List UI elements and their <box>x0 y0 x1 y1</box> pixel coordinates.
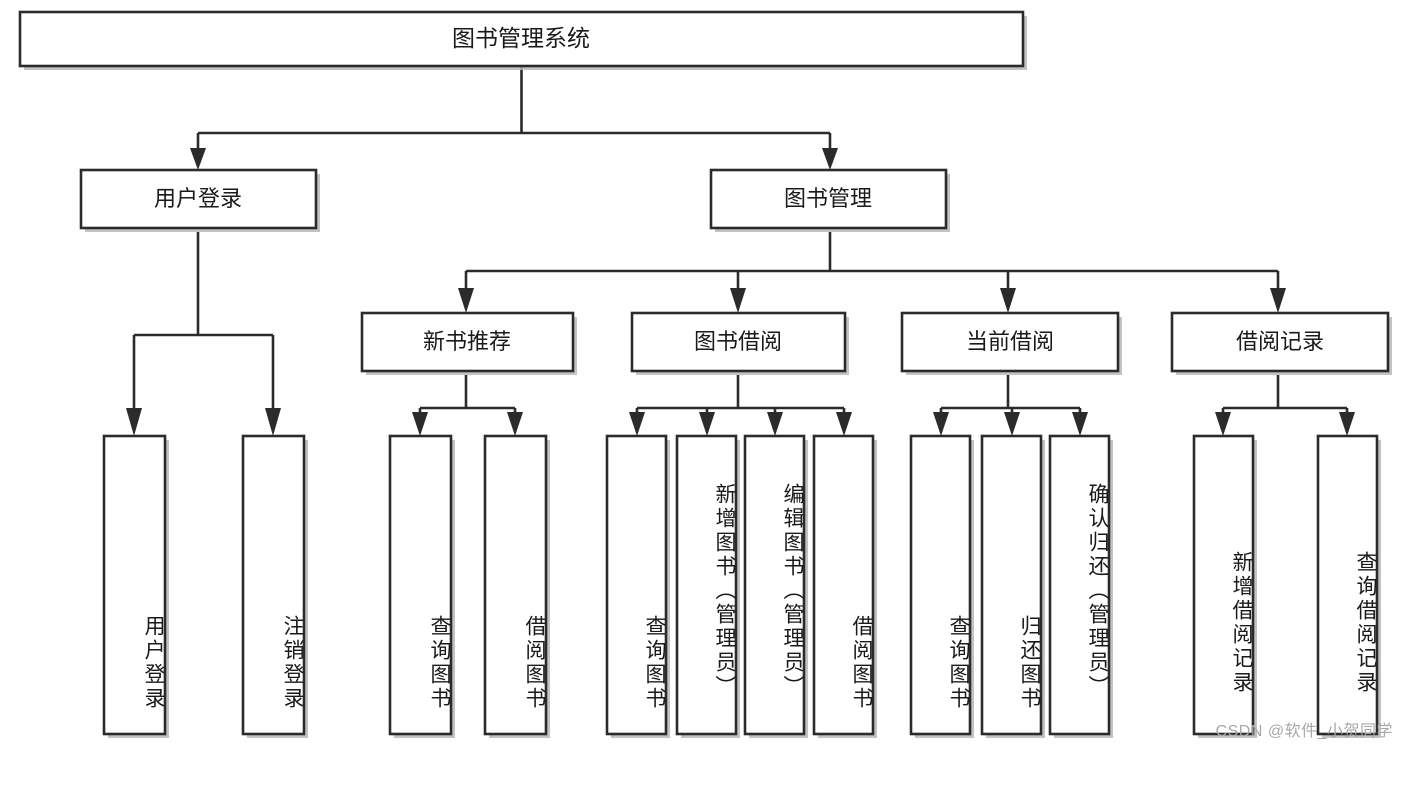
current-borrow-box[interactable] <box>900 311 1120 373</box>
arrow-head-nb-1 <box>412 412 428 436</box>
arrow-head-nb-2 <box>507 412 523 436</box>
arrow-head-book-manage <box>822 148 838 170</box>
book-borrow-label: 图书借阅 <box>694 329 782 354</box>
leaf-bb-query-box[interactable] <box>605 434 668 736</box>
arrow-head-cb-3 <box>1072 412 1088 436</box>
leaf-node-bb-edit-book[interactable] <box>743 434 808 738</box>
leaf-node-nb-borrow-book[interactable] <box>483 434 550 738</box>
leaf-node-nb-query-book[interactable] <box>388 434 455 738</box>
leaf-bb-edit-box[interactable] <box>743 434 806 736</box>
csdn-watermark: CSDN @软件_小贺同学 <box>1215 723 1393 740</box>
leaf-bb-add-box[interactable] <box>675 434 738 736</box>
leaf-logout-box[interactable] <box>241 434 306 736</box>
root-box[interactable] <box>18 10 1025 68</box>
leaf-cb-return-box[interactable] <box>980 434 1043 736</box>
arrow-head-bb-1 <box>629 412 645 436</box>
leaf-nb-borrow-box[interactable] <box>483 434 548 736</box>
borrow-record-label: 借阅记录 <box>1236 329 1324 354</box>
arrow-head-book-borrow <box>730 288 746 313</box>
book-borrow-box[interactable] <box>630 311 847 373</box>
user-login-label: 用户登录 <box>154 186 242 211</box>
leaf-cb-confirm-box[interactable] <box>1048 434 1111 736</box>
book-management-box[interactable] <box>709 168 948 230</box>
leaf-cb-query-box[interactable] <box>909 434 972 736</box>
connector-group-new-book-leaves <box>412 375 523 436</box>
leaf-node-cb-return-book[interactable] <box>980 434 1045 738</box>
node-borrow-record[interactable]: 借阅记录 <box>1170 311 1392 375</box>
leaf-node-bb-query-book[interactable] <box>605 434 670 738</box>
tree-diagram-svg: 图书管理系统 用户登录 图书管理 新书推荐 图书借阅 当前借阅 <box>18 10 1392 738</box>
connector-group-root-to-level2 <box>190 66 838 170</box>
leaf-bb-borrow-box[interactable] <box>812 434 875 736</box>
current-borrow-label: 当前借阅 <box>966 329 1054 354</box>
connector-group-user-login-leaves <box>126 232 281 436</box>
leaf-br-add-box[interactable] <box>1192 434 1255 736</box>
leaf-user-login-box[interactable] <box>102 434 167 736</box>
node-book-borrow[interactable]: 图书借阅 <box>630 311 849 375</box>
node-current-borrow[interactable]: 当前借阅 <box>900 311 1122 375</box>
leaf-node-user-login[interactable] <box>102 434 169 738</box>
leaf-br-query-box[interactable] <box>1316 434 1379 736</box>
book-management-label: 图书管理 <box>784 186 872 211</box>
leaf-node-bb-borrow-book[interactable] <box>812 434 877 738</box>
leaf-node-cb-confirm-return[interactable] <box>1048 434 1113 738</box>
node-new-book-recommend[interactable]: 新书推荐 <box>360 311 577 375</box>
arrow-head-user-login <box>190 148 206 170</box>
new-book-recommend-label: 新书推荐 <box>423 329 511 354</box>
arrow-head-current-borrow <box>1000 288 1016 313</box>
arrow-head-new-book <box>458 288 474 313</box>
leaf-node-cb-query-book[interactable] <box>909 434 974 738</box>
arrow-head-cb-2 <box>1004 412 1020 436</box>
connector-group-book-borrow-leaves <box>629 375 852 436</box>
leaf-node-br-add-record[interactable] <box>1192 434 1257 738</box>
leaf-node-logout[interactable] <box>241 434 308 738</box>
connector-group-current-borrow-leaves <box>933 375 1088 436</box>
arrow-head-leaf-logout <box>265 408 281 436</box>
arrow-head-br-1 <box>1215 412 1231 436</box>
arrow-head-bb-2 <box>699 412 715 436</box>
leaf-node-br-query-record[interactable] <box>1316 434 1381 738</box>
new-book-recommend-box[interactable] <box>360 311 575 373</box>
diagram-canvas: 图书管理系统 用户登录 图书管理 新书推荐 图书借阅 当前借阅 <box>18 10 1393 740</box>
arrow-head-borrow-record <box>1270 288 1286 313</box>
connector-group-borrow-record-leaves <box>1215 375 1355 436</box>
arrow-head-bb-4 <box>836 412 852 436</box>
node-book-management[interactable]: 图书管理 <box>709 168 950 232</box>
arrow-head-bb-3 <box>767 412 783 436</box>
node-user-login[interactable]: 用户登录 <box>79 168 320 232</box>
arrow-head-leaf-user-login <box>126 408 142 436</box>
borrow-record-box[interactable] <box>1170 311 1390 373</box>
node-root-book-management-system[interactable]: 图书管理系统 <box>18 10 1027 70</box>
leaf-nb-query-box[interactable] <box>388 434 453 736</box>
arrow-head-cb-1 <box>933 412 949 436</box>
user-login-box[interactable] <box>79 168 318 230</box>
connector-group-level2-to-level3 <box>458 232 1286 313</box>
root-label: 图书管理系统 <box>452 25 590 51</box>
leaf-node-bb-add-book[interactable] <box>675 434 740 738</box>
arrow-head-br-2 <box>1339 412 1355 436</box>
